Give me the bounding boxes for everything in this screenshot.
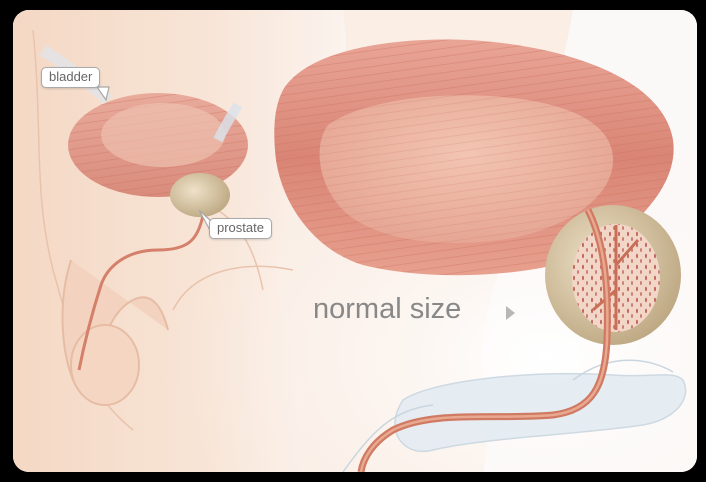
caption-arrow-icon bbox=[506, 306, 515, 320]
prostate-label: prostate bbox=[209, 218, 272, 239]
large-prostate bbox=[545, 205, 681, 345]
anatomy-illustration bbox=[13, 10, 697, 472]
normal-size-caption: normal size bbox=[313, 293, 461, 326]
bladder-label: bladder bbox=[41, 67, 100, 88]
illustration-panel: bladder prostate normal size bbox=[13, 10, 697, 472]
